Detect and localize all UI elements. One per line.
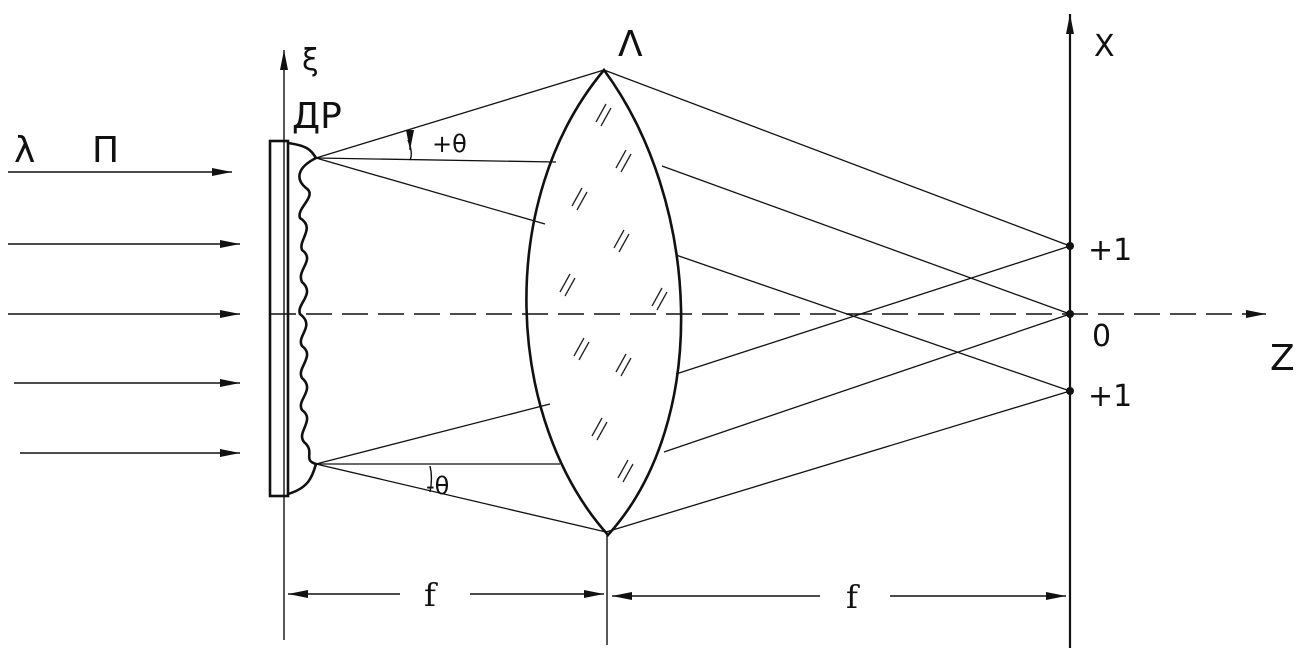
ray-bottom-to-lens-bottom: [315, 463, 607, 533]
focal-point-zero: [1066, 310, 1074, 318]
ray-upper-to-zero: [661, 165, 1071, 315]
ray-lower-to-zero: [663, 313, 1071, 453]
ray-top-to-lens-top: [315, 69, 605, 159]
lens-outline: [525, 67, 683, 537]
ray-top-diffracted: [315, 157, 546, 225]
label-order-upper: +1: [1088, 233, 1132, 268]
label-angle-plus: +θ: [432, 130, 467, 158]
label-grating: ДР: [292, 96, 342, 137]
label-angle-minus: -θ: [426, 472, 449, 500]
focal-point-lower: [1066, 387, 1074, 395]
label-lens: Λ: [618, 24, 643, 65]
ray-lens-top-to-plus1: [603, 69, 1071, 247]
grating-plate: [268, 139, 290, 498]
label-focal-left: f: [424, 576, 438, 614]
label-focal-right: f: [846, 578, 860, 616]
ray-lower-to-upper-plus1: [675, 245, 1071, 375]
label-order-zero: 0: [1092, 319, 1111, 354]
ray-top-horizontal: [315, 157, 557, 163]
focal-point-upper: [1066, 242, 1074, 250]
label-wavelength: λ: [14, 130, 35, 171]
label-plane-wave: П: [92, 130, 119, 171]
ray-lens-bottom-to-plus1: [605, 390, 1071, 533]
label-x-axis: X: [1094, 29, 1115, 64]
label-xi-axis: ξ: [302, 43, 319, 78]
label-order-lower: +1: [1088, 379, 1132, 414]
rays: [315, 69, 1071, 533]
lens: [525, 67, 683, 537]
label-z-axis: Z: [1270, 338, 1295, 379]
ray-upper-to-lower-plus1: [675, 254, 1071, 392]
lens-hatching: [559, 103, 668, 483]
ray-bottom-diffracted: [315, 403, 551, 465]
incident-wave-arrows: [8, 168, 240, 457]
angle-arc-minus: [429, 465, 433, 493]
grating-profile: [287, 141, 318, 496]
